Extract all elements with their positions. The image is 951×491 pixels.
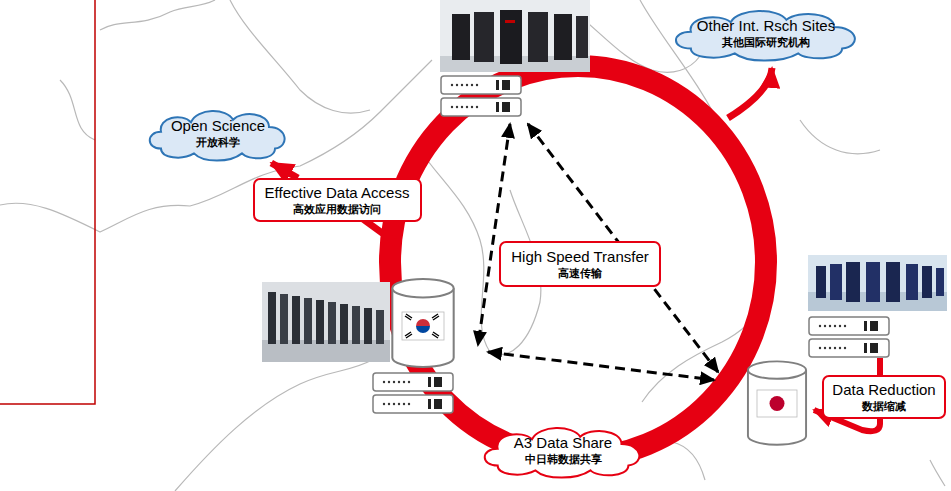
supercomputer-photo-part bbox=[474, 12, 494, 62]
japan-flag-part bbox=[757, 390, 797, 417]
node-subtitle: 高效应用数据访问 bbox=[265, 202, 410, 216]
server-symbol bbox=[373, 373, 453, 391]
map-coastline-part bbox=[175, 360, 372, 491]
server-symbol bbox=[809, 339, 889, 357]
node-text-group: High Speed Transfer高速传输 bbox=[511, 248, 649, 280]
map-coastline-part bbox=[800, 120, 880, 154]
supercomputer-photo bbox=[808, 255, 947, 311]
connector-arrow bbox=[271, 163, 298, 178]
korea-flag-part-part bbox=[406, 314, 412, 318]
supercomputer-photo-part bbox=[292, 296, 300, 344]
transfer-arrow bbox=[478, 124, 718, 380]
supercomputer-photo-part bbox=[906, 264, 918, 300]
server-symbol bbox=[373, 395, 453, 413]
supercomputer-photo-part bbox=[316, 300, 324, 344]
korea-flag bbox=[402, 312, 444, 340]
transfer-arrow-part bbox=[478, 124, 510, 345]
supercomputer-photo-part bbox=[846, 262, 860, 302]
supercomputer-photo-part bbox=[830, 264, 842, 300]
node-title: Effective Data Access bbox=[265, 184, 410, 202]
cloud-outline bbox=[150, 111, 285, 161]
map-coastline-part bbox=[930, 460, 945, 486]
process-box: Effective Data Access高效应用数据访问 bbox=[253, 178, 422, 222]
korea-flag-part-part bbox=[432, 314, 438, 318]
korea-flag-part-part bbox=[406, 334, 412, 338]
japan-flag-part bbox=[770, 396, 785, 411]
node-subtitle: 高速传输 bbox=[511, 266, 649, 280]
outbound-arrow bbox=[728, 68, 772, 118]
map-coastline-part bbox=[100, 0, 215, 30]
supercomputer-photo-part bbox=[328, 302, 336, 344]
korea-flag-part bbox=[416, 326, 430, 333]
korea-flag-part bbox=[405, 314, 439, 338]
supercomputer-photo-part bbox=[886, 262, 900, 302]
supercomputer-photo-part bbox=[808, 255, 947, 311]
node-text-group: Open Science开放科学 bbox=[171, 117, 265, 149]
supercomputer-photo-part bbox=[440, 0, 590, 72]
node-subtitle: 中日韩数据共享 bbox=[514, 452, 612, 466]
node-title: High Speed Transfer bbox=[511, 248, 649, 266]
supercomputer-photo-part bbox=[262, 282, 390, 362]
supercomputer-photo-part bbox=[376, 310, 384, 344]
node-subtitle: 开放科学 bbox=[171, 135, 265, 149]
node-subtitle: 其他国际研究机构 bbox=[697, 35, 835, 49]
map-coastline-part bbox=[60, 80, 95, 140]
supercomputer-photo-part bbox=[936, 268, 944, 296]
supercomputer-photo-part bbox=[505, 20, 515, 23]
database-symbol bbox=[392, 279, 453, 367]
map-coastline-part bbox=[230, 0, 370, 113]
node-text-group: Effective Data Access高效应用数据访问 bbox=[265, 184, 410, 216]
node-title: A3 Data Share bbox=[514, 434, 612, 452]
process-box: Data Reduction数据缩减 bbox=[822, 375, 946, 419]
supercomputer-photo-part bbox=[352, 306, 360, 344]
supercomputer-photo-part bbox=[280, 294, 288, 344]
node-title: Data Reduction bbox=[832, 381, 935, 399]
supercomputer-photo-part bbox=[866, 262, 880, 302]
korea-flag-part-part bbox=[432, 334, 438, 338]
japan-flag bbox=[757, 390, 797, 417]
cloud-outline bbox=[675, 11, 854, 61]
process-box: High Speed Transfer高速传输 bbox=[499, 241, 661, 287]
node-title: Open Science bbox=[171, 117, 265, 135]
supercomputer-photo-part bbox=[340, 304, 348, 344]
supercomputer-photo-part bbox=[304, 298, 312, 344]
server-symbol bbox=[441, 98, 521, 116]
server-symbol bbox=[809, 317, 889, 335]
cloud-outline bbox=[485, 428, 640, 478]
node-text-group: Other Int. Rsch Sites其他国际研究机构 bbox=[697, 17, 835, 49]
supercomputer-photo-part bbox=[528, 12, 548, 62]
node-text-group: A3 Data Share中日韩数据共享 bbox=[514, 434, 612, 466]
supercomputer-photo-part bbox=[816, 266, 826, 298]
supercomputer-photo bbox=[262, 282, 390, 362]
transfer-arrow-part bbox=[488, 352, 714, 380]
supercomputer-photo-part bbox=[922, 266, 932, 298]
supercomputer-photo bbox=[440, 0, 590, 72]
supercomputer-photo-part bbox=[500, 10, 522, 64]
supercomputer-photo-part bbox=[554, 14, 572, 60]
map-coastline-part bbox=[0, 60, 432, 232]
frame-line bbox=[0, 0, 95, 404]
cloud-node: A3 Data Share中日韩数据共享 bbox=[477, 420, 649, 480]
node-subtitle: 数据缩减 bbox=[832, 399, 935, 413]
korea-flag-part bbox=[402, 312, 444, 340]
supercomputer-photo-part bbox=[452, 14, 470, 60]
database-symbol bbox=[748, 361, 806, 444]
supercomputer-photo-part bbox=[364, 308, 372, 344]
supercomputer-photo-part bbox=[268, 292, 276, 344]
cloud-node: Open Science开放科学 bbox=[143, 103, 293, 163]
korea-flag-part bbox=[416, 319, 430, 326]
supercomputer-photo-part bbox=[576, 16, 588, 58]
server-symbol bbox=[441, 76, 521, 94]
node-title: Other Int. Rsch Sites bbox=[697, 17, 835, 35]
cloud-node: Other Int. Rsch Sites其他国际研究机构 bbox=[667, 3, 866, 63]
node-text-group: Data Reduction数据缩减 bbox=[832, 381, 935, 413]
